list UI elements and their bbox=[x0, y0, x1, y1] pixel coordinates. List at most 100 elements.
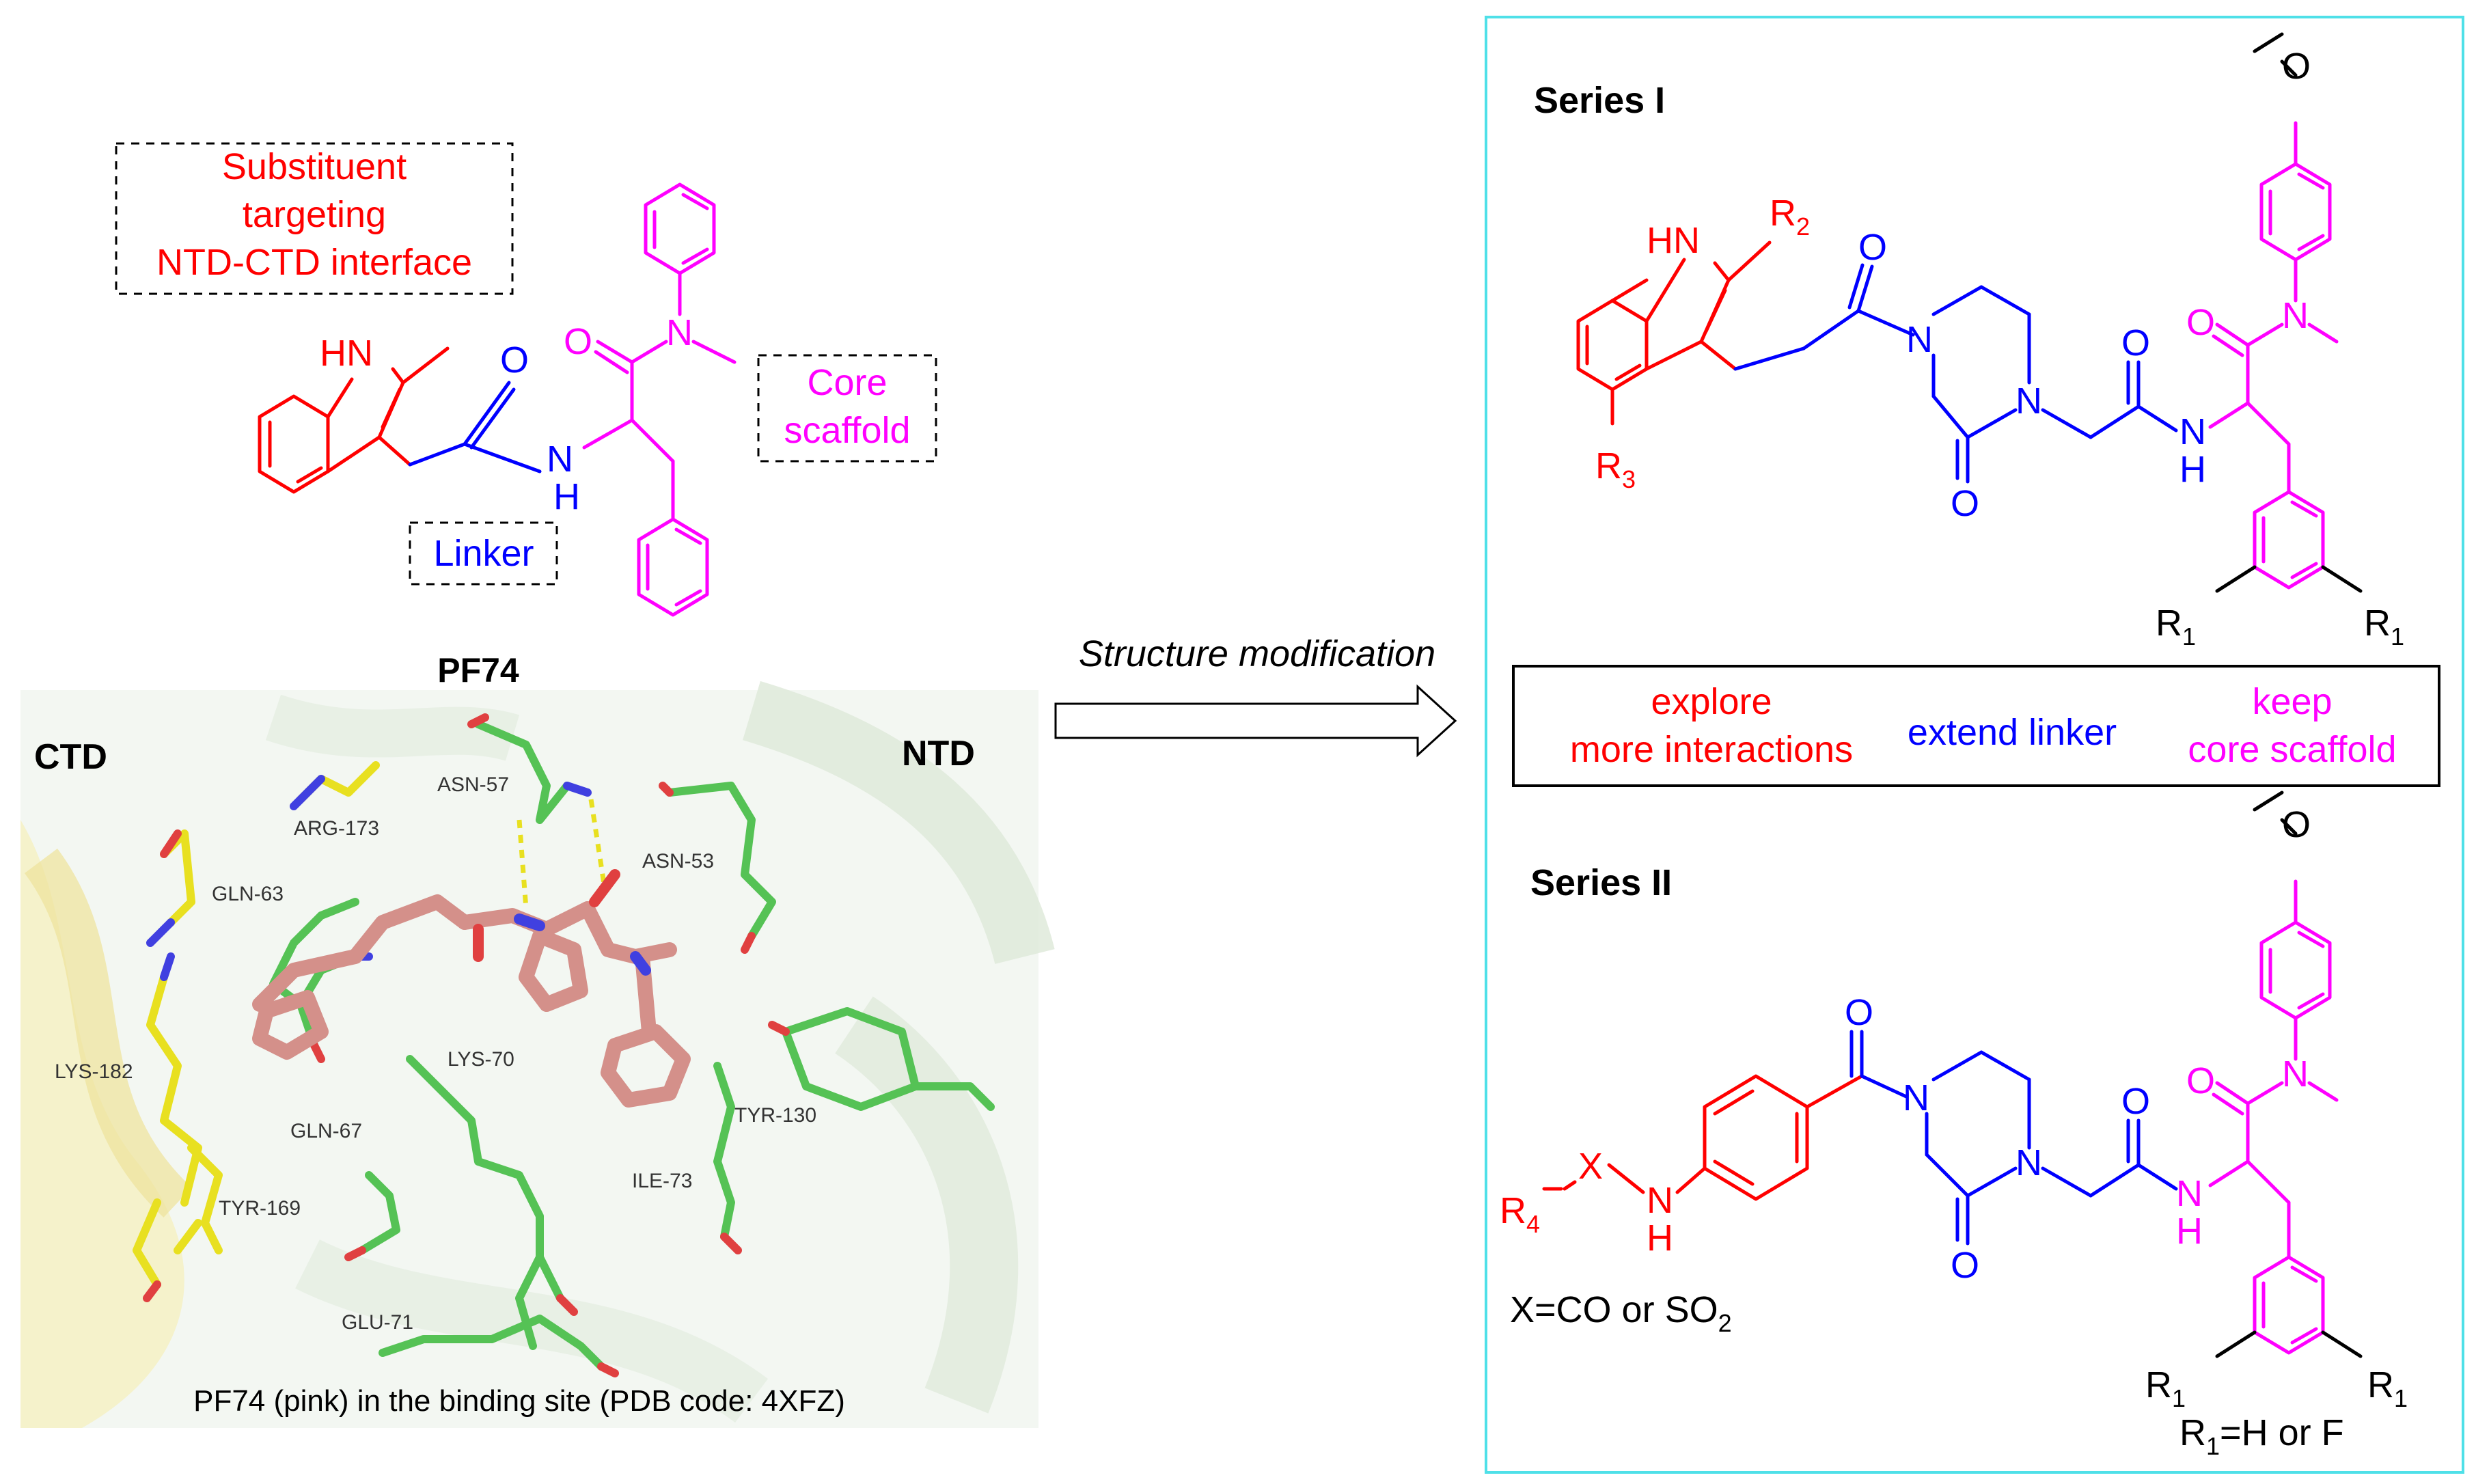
series-2-r1-right: R1 bbox=[2367, 1364, 2408, 1412]
structure-modification-arrow: Structure modification bbox=[1054, 633, 1457, 758]
pf74-core bbox=[582, 182, 737, 617]
binding-site-panel: ASN-57 ARG-173 ASN-53 GLN-63 LYS-70 LYS-… bbox=[20, 681, 1055, 1428]
ctd-label: CTD bbox=[34, 737, 107, 777]
series-1-n2: N bbox=[2016, 381, 2042, 422]
ntd-ribbon-1 bbox=[743, 681, 1055, 965]
series-1-n-core: N bbox=[2282, 295, 2309, 336]
series-1-r1-left-sub: 1 bbox=[2182, 622, 2196, 650]
series-2-r1-right-sub: 1 bbox=[2394, 1384, 2408, 1412]
series-2-x-note-sub: 2 bbox=[1718, 1309, 1732, 1337]
series-1-r1-left-letter: R bbox=[2156, 603, 2182, 644]
series-1-r1-right: R1 bbox=[2364, 603, 2404, 650]
ntd-ribbon-2 bbox=[834, 996, 1019, 1414]
linker-label: Linker bbox=[433, 533, 534, 574]
series-1-o-methoxy: O bbox=[2282, 46, 2311, 87]
pf74-structure: Substituent targeting NTD-CTD interface … bbox=[115, 142, 937, 689]
residue-lys-182: LYS-182 bbox=[55, 1060, 133, 1083]
series-2-r1-left: R1 bbox=[2145, 1364, 2186, 1412]
series-2-nh-h: H bbox=[1647, 1218, 1673, 1259]
series-2-n2: N bbox=[2016, 1142, 2042, 1183]
residue-tyr-130: TYR-130 bbox=[734, 1104, 816, 1127]
series-2-r1-note-sub: 1 bbox=[2206, 1432, 2220, 1460]
series-2-linker bbox=[1849, 1030, 2178, 1246]
core-label-line-1: Core bbox=[807, 362, 887, 403]
series-2-aryl bbox=[1542, 1074, 1864, 1201]
residue-labels: ASN-57 ARG-173 ASN-53 GLN-63 LYS-70 LYS-… bbox=[55, 773, 816, 1334]
series-1-r3-sub: 3 bbox=[1622, 465, 1636, 493]
series-1-o1: O bbox=[1858, 227, 1887, 268]
series-1-nh-n: N bbox=[2179, 411, 2206, 452]
yellow-residues bbox=[133, 761, 380, 1289]
pf74-linker-n: N bbox=[547, 439, 573, 480]
residue-tyr-169: TYR-169 bbox=[219, 1197, 301, 1220]
series-2-r4-sub: 4 bbox=[1526, 1210, 1540, 1238]
series-2-o3: O bbox=[2121, 1081, 2150, 1122]
series-1-r1-left: R1 bbox=[2156, 603, 2196, 650]
strategy-explore-line-1: explore bbox=[1651, 681, 1772, 722]
substituent-label-line-1: Substituent bbox=[222, 146, 407, 187]
series-2-r1-left-sub: 1 bbox=[2172, 1384, 2186, 1412]
residue-arg-173: ARG-173 bbox=[294, 817, 379, 840]
series-2-r1-note: R1=H or F bbox=[2179, 1412, 2344, 1460]
series-1-r3-letter: R bbox=[1595, 445, 1622, 486]
series-2-r1-note-letter: R bbox=[2179, 1412, 2206, 1453]
series-2-r4-letter: R bbox=[1500, 1190, 1526, 1231]
residue-ile-73: ILE-73 bbox=[632, 1170, 692, 1192]
series-1-o2: O bbox=[1951, 483, 1979, 524]
series-1-r1-right-letter: R bbox=[2364, 603, 2391, 644]
ntd-ribbon-3 bbox=[265, 694, 520, 761]
series-2-o2: O bbox=[1951, 1245, 1979, 1286]
residue-gln-67: GLN-67 bbox=[290, 1120, 362, 1142]
series-2-r1-note-rest: =H or F bbox=[2220, 1412, 2344, 1453]
pf74-linker-o: O bbox=[500, 340, 529, 381]
substituent-label-box bbox=[115, 142, 514, 295]
arrow-shape bbox=[1054, 684, 1457, 758]
series-2-core bbox=[2208, 879, 2339, 1355]
strategy-extend-linker: extend linker bbox=[1908, 712, 2117, 753]
strategy-explore-line-2: more interactions bbox=[1570, 729, 1853, 770]
pf74-indole bbox=[258, 346, 450, 494]
residue-glu-71: GLU-71 bbox=[342, 1311, 413, 1334]
residue-lys-70: LYS-70 bbox=[448, 1048, 514, 1071]
series-1-nh-h: H bbox=[2179, 449, 2206, 490]
pf74-title: PF74 bbox=[437, 651, 519, 689]
series-panel-border bbox=[1485, 16, 2464, 1474]
series-2-nh2-n: N bbox=[2176, 1173, 2203, 1214]
ntd-label: NTD bbox=[902, 734, 975, 773]
series-2-x-note: X=CO or SO2 bbox=[1510, 1289, 1732, 1337]
series-1-n1: N bbox=[1906, 319, 1933, 360]
series-1-o3: O bbox=[2121, 322, 2150, 363]
substituent-label-line-3: NTD-CTD interface bbox=[156, 242, 472, 283]
series-1-r2: R2 bbox=[1770, 193, 1810, 241]
strategy-box: explore more interactions extend linker … bbox=[1512, 665, 2440, 787]
series-1-r3: R3 bbox=[1595, 445, 1636, 493]
series-1-r1-right-sub: 1 bbox=[2391, 622, 2404, 650]
series-2-core-black bbox=[2215, 791, 2363, 1358]
series-1-indole bbox=[1576, 241, 1772, 426]
series-2-n-core: N bbox=[2282, 1054, 2309, 1095]
strategy-keep-line-1: keep bbox=[2252, 681, 2332, 722]
strategy-keep-line-2: core scaffold bbox=[2188, 729, 2396, 770]
core-label-box bbox=[757, 354, 937, 463]
residue-gln-63: GLN-63 bbox=[212, 883, 284, 905]
series-2-o-core: O bbox=[2186, 1060, 2215, 1101]
ctd-ribbon-2 bbox=[24, 849, 192, 1218]
pf74-ligand-polar bbox=[473, 869, 651, 976]
series-2-nh2-h: H bbox=[2176, 1211, 2203, 1252]
pf74-hn-atom: HN bbox=[320, 333, 373, 374]
series-2-r1-left-letter: R bbox=[2145, 1364, 2172, 1405]
substituent-label-line-2: targeting bbox=[243, 194, 386, 235]
pf74-linker-h: H bbox=[553, 476, 580, 517]
series-1-core bbox=[2208, 121, 2339, 590]
series-2-nh-n: N bbox=[1647, 1180, 1673, 1221]
series-2-o1: O bbox=[1845, 992, 1873, 1033]
series-2-x-note-text: X=CO or SO bbox=[1510, 1289, 1718, 1330]
binding-site-caption: PF74 (pink) in the binding site (PDB cod… bbox=[193, 1384, 845, 1418]
series-1-r2-sub: 2 bbox=[1796, 212, 1810, 241]
series-2-x: X bbox=[1578, 1146, 1603, 1187]
pf74-linker bbox=[408, 381, 542, 473]
residue-asn-57: ASN-57 bbox=[437, 773, 509, 796]
strategy-box-border bbox=[1512, 665, 2440, 787]
series-1-structure: Series I HN R2 R3 bbox=[1534, 32, 2404, 650]
